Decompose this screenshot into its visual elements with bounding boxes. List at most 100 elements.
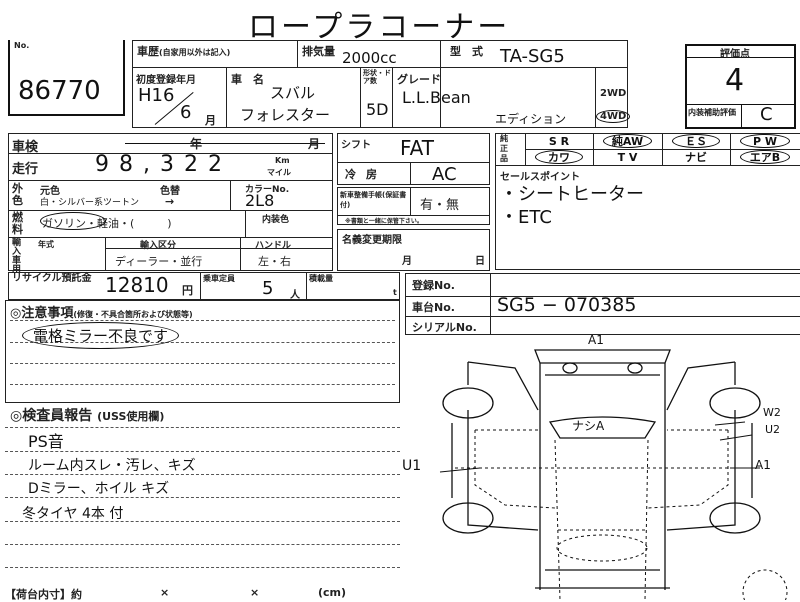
service-book-options: 有・無 bbox=[420, 198, 460, 213]
grade-line1: L.L.Bean bbox=[402, 88, 471, 107]
shaken-month: 月 bbox=[308, 137, 321, 151]
first-reg-year: H16 bbox=[138, 85, 175, 106]
mileage-unit-mile: マイル bbox=[267, 168, 291, 177]
fuel-label: 燃料 bbox=[12, 211, 23, 236]
load-unit: t bbox=[393, 288, 397, 297]
chassis-no-label: 車台No. bbox=[412, 301, 455, 314]
capacity-unit: 人 bbox=[290, 290, 300, 301]
lot-box: No. 86770 bbox=[8, 40, 125, 116]
sales-point-2: ・ETC bbox=[500, 207, 552, 228]
name-change-month: 月 bbox=[402, 256, 412, 267]
equipment-item: 純AW bbox=[603, 134, 652, 148]
recycle-value: 12810 bbox=[105, 273, 169, 297]
cargo-label: 【荷台内寸】約 bbox=[5, 588, 82, 601]
exterior-change-value: → bbox=[165, 195, 175, 208]
diagram-mark-u2: U2 bbox=[765, 423, 781, 436]
exterior-change-label: 色替 bbox=[160, 186, 180, 197]
car-name-line2: フォレスター bbox=[240, 106, 331, 124]
import-type-label: 輸入区分 bbox=[140, 241, 177, 251]
interior-color-label: 内装色 bbox=[262, 215, 290, 225]
notes-box bbox=[5, 300, 400, 403]
score-value: 4 bbox=[725, 63, 745, 98]
inspector-line-4: 冬タイヤ 4本 付 bbox=[22, 506, 124, 522]
doors-label: 形状・ドア数 bbox=[363, 69, 391, 85]
mileage-label: 走行 bbox=[12, 162, 39, 177]
equipment-box bbox=[495, 133, 800, 270]
first-reg-month-unit: 月 bbox=[205, 114, 216, 127]
name-change-label: 名義変更期限 bbox=[342, 235, 402, 246]
sales-points-label: セールスポイント bbox=[500, 172, 580, 183]
mileage-value: 98,322 bbox=[95, 152, 232, 177]
history-label: 車歴(自家用以外は記入) bbox=[137, 45, 231, 58]
score-box bbox=[685, 44, 796, 129]
service-book-box bbox=[337, 187, 490, 225]
vehicle-info-box bbox=[132, 40, 628, 128]
capacity-label: 乗車定員 bbox=[203, 274, 235, 283]
shift-label: シフト bbox=[341, 140, 371, 151]
inspector-label: ◎検査員報告 (USS使用欄) bbox=[10, 408, 165, 424]
sales-point-1: ・シートヒーター bbox=[500, 184, 644, 205]
exterior-label: 外色 bbox=[12, 182, 23, 207]
inspector-line-3: Dミラー、ホイル キズ bbox=[28, 481, 170, 497]
notes-label: ◎注意事項(修復・不具合箇所および状態等) bbox=[10, 306, 193, 321]
equipment-item: カワ bbox=[535, 150, 583, 164]
car-name-line1: スバル bbox=[270, 84, 316, 102]
shift-aircon-box bbox=[337, 133, 490, 185]
chassis-no-value: SG5 − 070385 bbox=[497, 294, 637, 316]
handle-options: 左・右 bbox=[258, 255, 291, 268]
name-change-day: 日 bbox=[475, 256, 485, 267]
sheet-title: ロープラコーナー bbox=[248, 10, 511, 45]
load-label: 積載量 bbox=[309, 274, 333, 283]
lot-label: No. bbox=[14, 41, 30, 50]
diagram-mark-u1-left: U1 bbox=[402, 458, 422, 474]
color-no-value: 2L8 bbox=[245, 191, 275, 210]
cargo-unit: (cm) bbox=[318, 586, 347, 599]
recycle-unit: 円 bbox=[182, 284, 193, 297]
service-book-note: ※書類と一緒に保管下さい。 bbox=[345, 218, 423, 225]
registration-box bbox=[405, 273, 800, 335]
equipment-item: T V bbox=[617, 150, 638, 164]
shift-value: FAT bbox=[400, 136, 435, 160]
exterior-orig-value: 白・シルバー系ツートン bbox=[40, 198, 140, 208]
drive-4wd-circled: 4WD bbox=[596, 110, 631, 123]
car-name-label: 車 名 bbox=[231, 73, 264, 86]
grade-line2: エディション bbox=[495, 112, 567, 126]
first-reg-month: 6 bbox=[180, 102, 192, 123]
name-change-box bbox=[337, 229, 490, 271]
aircon-value: AC bbox=[432, 164, 457, 185]
shaken-year: 年 bbox=[190, 137, 203, 151]
score-label: 評価点 bbox=[720, 49, 750, 60]
lot-number: 86770 bbox=[18, 76, 101, 106]
exterior-orig-label: 元色 bbox=[40, 186, 60, 197]
cargo-x2: × bbox=[250, 586, 260, 599]
model-code-value: TA-SG5 bbox=[500, 46, 565, 67]
drive-2wd: 2WD bbox=[600, 88, 627, 99]
shaken-label: 車検 bbox=[12, 140, 39, 155]
diagram-mark-rear: A1 bbox=[588, 333, 604, 347]
inspector-line-1: PS音 bbox=[28, 432, 64, 451]
equipment-item: ＥＳ bbox=[672, 134, 720, 148]
color-no-label: カラーNo. bbox=[245, 185, 290, 195]
cargo-x1: × bbox=[160, 586, 170, 599]
handle-label: ハンドル bbox=[255, 241, 292, 251]
serial-no-label: シリアルNo. bbox=[412, 321, 477, 334]
inspection-left-block bbox=[8, 133, 333, 271]
reg-no-label: 登録No. bbox=[412, 279, 455, 292]
equipment-item: S R bbox=[548, 134, 570, 148]
displacement-label: 排気量 bbox=[302, 45, 335, 58]
diagram-mark-w2: W2 bbox=[763, 406, 781, 419]
equipment-label: 純正品 bbox=[500, 134, 508, 163]
import-type-options: ディーラー・並行 bbox=[115, 255, 203, 268]
capacity-value: 5 bbox=[262, 278, 274, 299]
recycle-label: リサイクル預託金 bbox=[12, 273, 92, 284]
equipment-item: P W bbox=[740, 134, 790, 148]
recycle-row bbox=[8, 272, 400, 300]
first-reg-label: 初度登録年月 bbox=[136, 75, 196, 86]
model-code-label: 型 式 bbox=[450, 45, 483, 58]
mileage-unit-km: Km bbox=[275, 156, 290, 165]
interior-score-value: C bbox=[760, 104, 773, 125]
doors-value: 5D bbox=[366, 100, 389, 119]
aircon-label: 冷房 bbox=[345, 168, 387, 181]
diagram-mark-window: ナシA bbox=[572, 419, 605, 433]
